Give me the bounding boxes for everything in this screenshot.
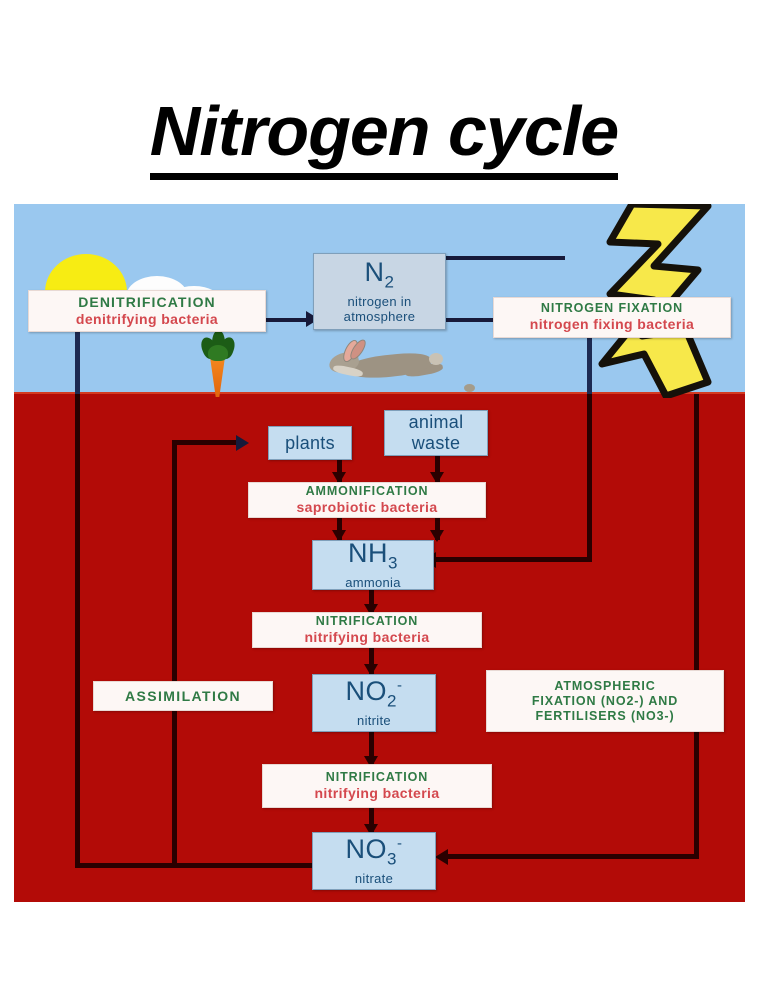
page-title-wrapper: Nitrogen cycle (0, 96, 768, 180)
line-denit-to-n2 (266, 318, 308, 322)
arrowhead-to-no3 (435, 849, 448, 865)
box-nh3-ammonia[interactable]: NH3 ammonia (312, 540, 434, 590)
n2-formula: N2 (364, 257, 395, 292)
ammonification-subtext: saprobiotic bacteria (296, 498, 438, 515)
box-ammonification[interactable]: AMMONIFICATION saprobiotic bacteria (248, 482, 486, 518)
line-denit-stem (75, 332, 80, 400)
line-nh3-to-nitrification1 (369, 590, 374, 612)
arrowhead-ammonification-to-nh3-right (430, 530, 444, 542)
line-ammonification-to-nh3-right (435, 518, 440, 540)
atmospheric-fixation-line1: ATMOSPHERIC (554, 678, 656, 693)
arrowhead-plants-to-ammonification (332, 472, 346, 484)
line-left-outer-vertical (75, 394, 80, 868)
plants-label: plants (285, 432, 335, 453)
box-assimilation[interactable]: ASSIMILATION (93, 681, 273, 711)
nitrogen-cycle-diagram: DENITRIFICATION denitrifying bacteria N2… (14, 204, 745, 902)
line-n2-to-bolt (445, 256, 565, 260)
arrowhead-nitrification1-to-no2 (364, 664, 378, 676)
no3-label: nitrate (354, 870, 394, 886)
line-nitrification1-to-no2 (369, 648, 374, 674)
rabbit-icon (319, 337, 455, 385)
line-no2-to-nitrification2 (369, 732, 374, 764)
atmospheric-fixation-line2: FIXATION (NO2-) AND (531, 693, 679, 708)
line-right-outer-to-no3 (446, 854, 699, 859)
n2-label-line2: atmosphere (343, 308, 416, 324)
box-plants[interactable]: plants (268, 426, 352, 460)
soil-background (14, 394, 745, 902)
box-nitrogen-fixation[interactable]: NITROGEN FIXATION nitrogen fixing bacter… (493, 297, 731, 338)
line-waste-to-ammonification (435, 456, 440, 482)
n2-label-line1: nitrogen in (347, 293, 412, 309)
animal-waste-line2: waste (411, 433, 461, 453)
line-nitrification2-to-no3 (369, 808, 374, 832)
arrowhead-to-plants (236, 435, 249, 451)
line-right-inner-vertical (587, 394, 592, 561)
box-n2-atmosphere[interactable]: N2 nitrogen in atmosphere (313, 253, 446, 330)
line-left-outer-bottom (75, 863, 335, 868)
line-n2-to-fixation (445, 318, 493, 322)
no3-formula: NO3- (345, 834, 403, 869)
line-assimilation-to-plants (172, 440, 240, 445)
nitrification-2-heading: NITRIFICATION (325, 769, 429, 784)
line-plants-to-ammonification (337, 460, 342, 482)
box-atmospheric-fixation[interactable]: ATMOSPHERIC FIXATION (NO2-) AND FERTILIS… (486, 670, 724, 732)
atmospheric-fixation-line3: FERTILISERS (NO3-) (535, 708, 675, 723)
nitrification-1-heading: NITRIFICATION (315, 613, 419, 628)
page-title: Nitrogen cycle (149, 96, 619, 180)
ammonification-heading: AMMONIFICATION (305, 483, 429, 498)
nitrification-1-subtext: nitrifying bacteria (304, 628, 430, 645)
no2-formula: NO2- (345, 676, 403, 711)
box-nitrification-1[interactable]: NITRIFICATION nitrifying bacteria (252, 612, 482, 648)
box-nitrification-2[interactable]: NITRIFICATION nitrifying bacteria (262, 764, 492, 808)
carrot-icon (196, 329, 240, 397)
line-right-inner-to-nh3 (434, 557, 592, 562)
box-animal-waste[interactable]: animal waste (384, 410, 488, 456)
nh3-label: ammonia (345, 574, 401, 590)
denitrification-heading: DENITRIFICATION (78, 293, 216, 310)
box-denitrification[interactable]: DENITRIFICATION denitrifying bacteria (28, 290, 266, 332)
assimilation-label: ASSIMILATION (124, 687, 242, 704)
animal-waste-line1: animal (408, 412, 464, 433)
nh3-formula: NH3 (348, 538, 398, 573)
box-no3-nitrate[interactable]: NO3- nitrate (312, 832, 436, 890)
no2-label: nitrite (357, 712, 391, 728)
line-fixation-stem (587, 338, 592, 400)
animal-dropping-icon (464, 384, 475, 392)
nitrogen-fixation-heading: NITROGEN FIXATION (540, 301, 684, 316)
line-assimilation-vertical (172, 440, 177, 864)
denitrification-subtext: denitrifying bacteria (75, 310, 219, 327)
nitrification-2-subtext: nitrifying bacteria (314, 784, 440, 801)
box-no2-nitrite[interactable]: NO2- nitrite (312, 674, 436, 732)
arrowhead-ammonification-to-nh3-left (332, 530, 346, 542)
line-ammonification-to-nh3-left (337, 518, 342, 540)
line-right-outer-vertical (694, 394, 699, 858)
nitrogen-fixation-subtext: nitrogen fixing bacteria (529, 316, 695, 333)
arrowhead-waste-to-ammonification (430, 472, 444, 484)
